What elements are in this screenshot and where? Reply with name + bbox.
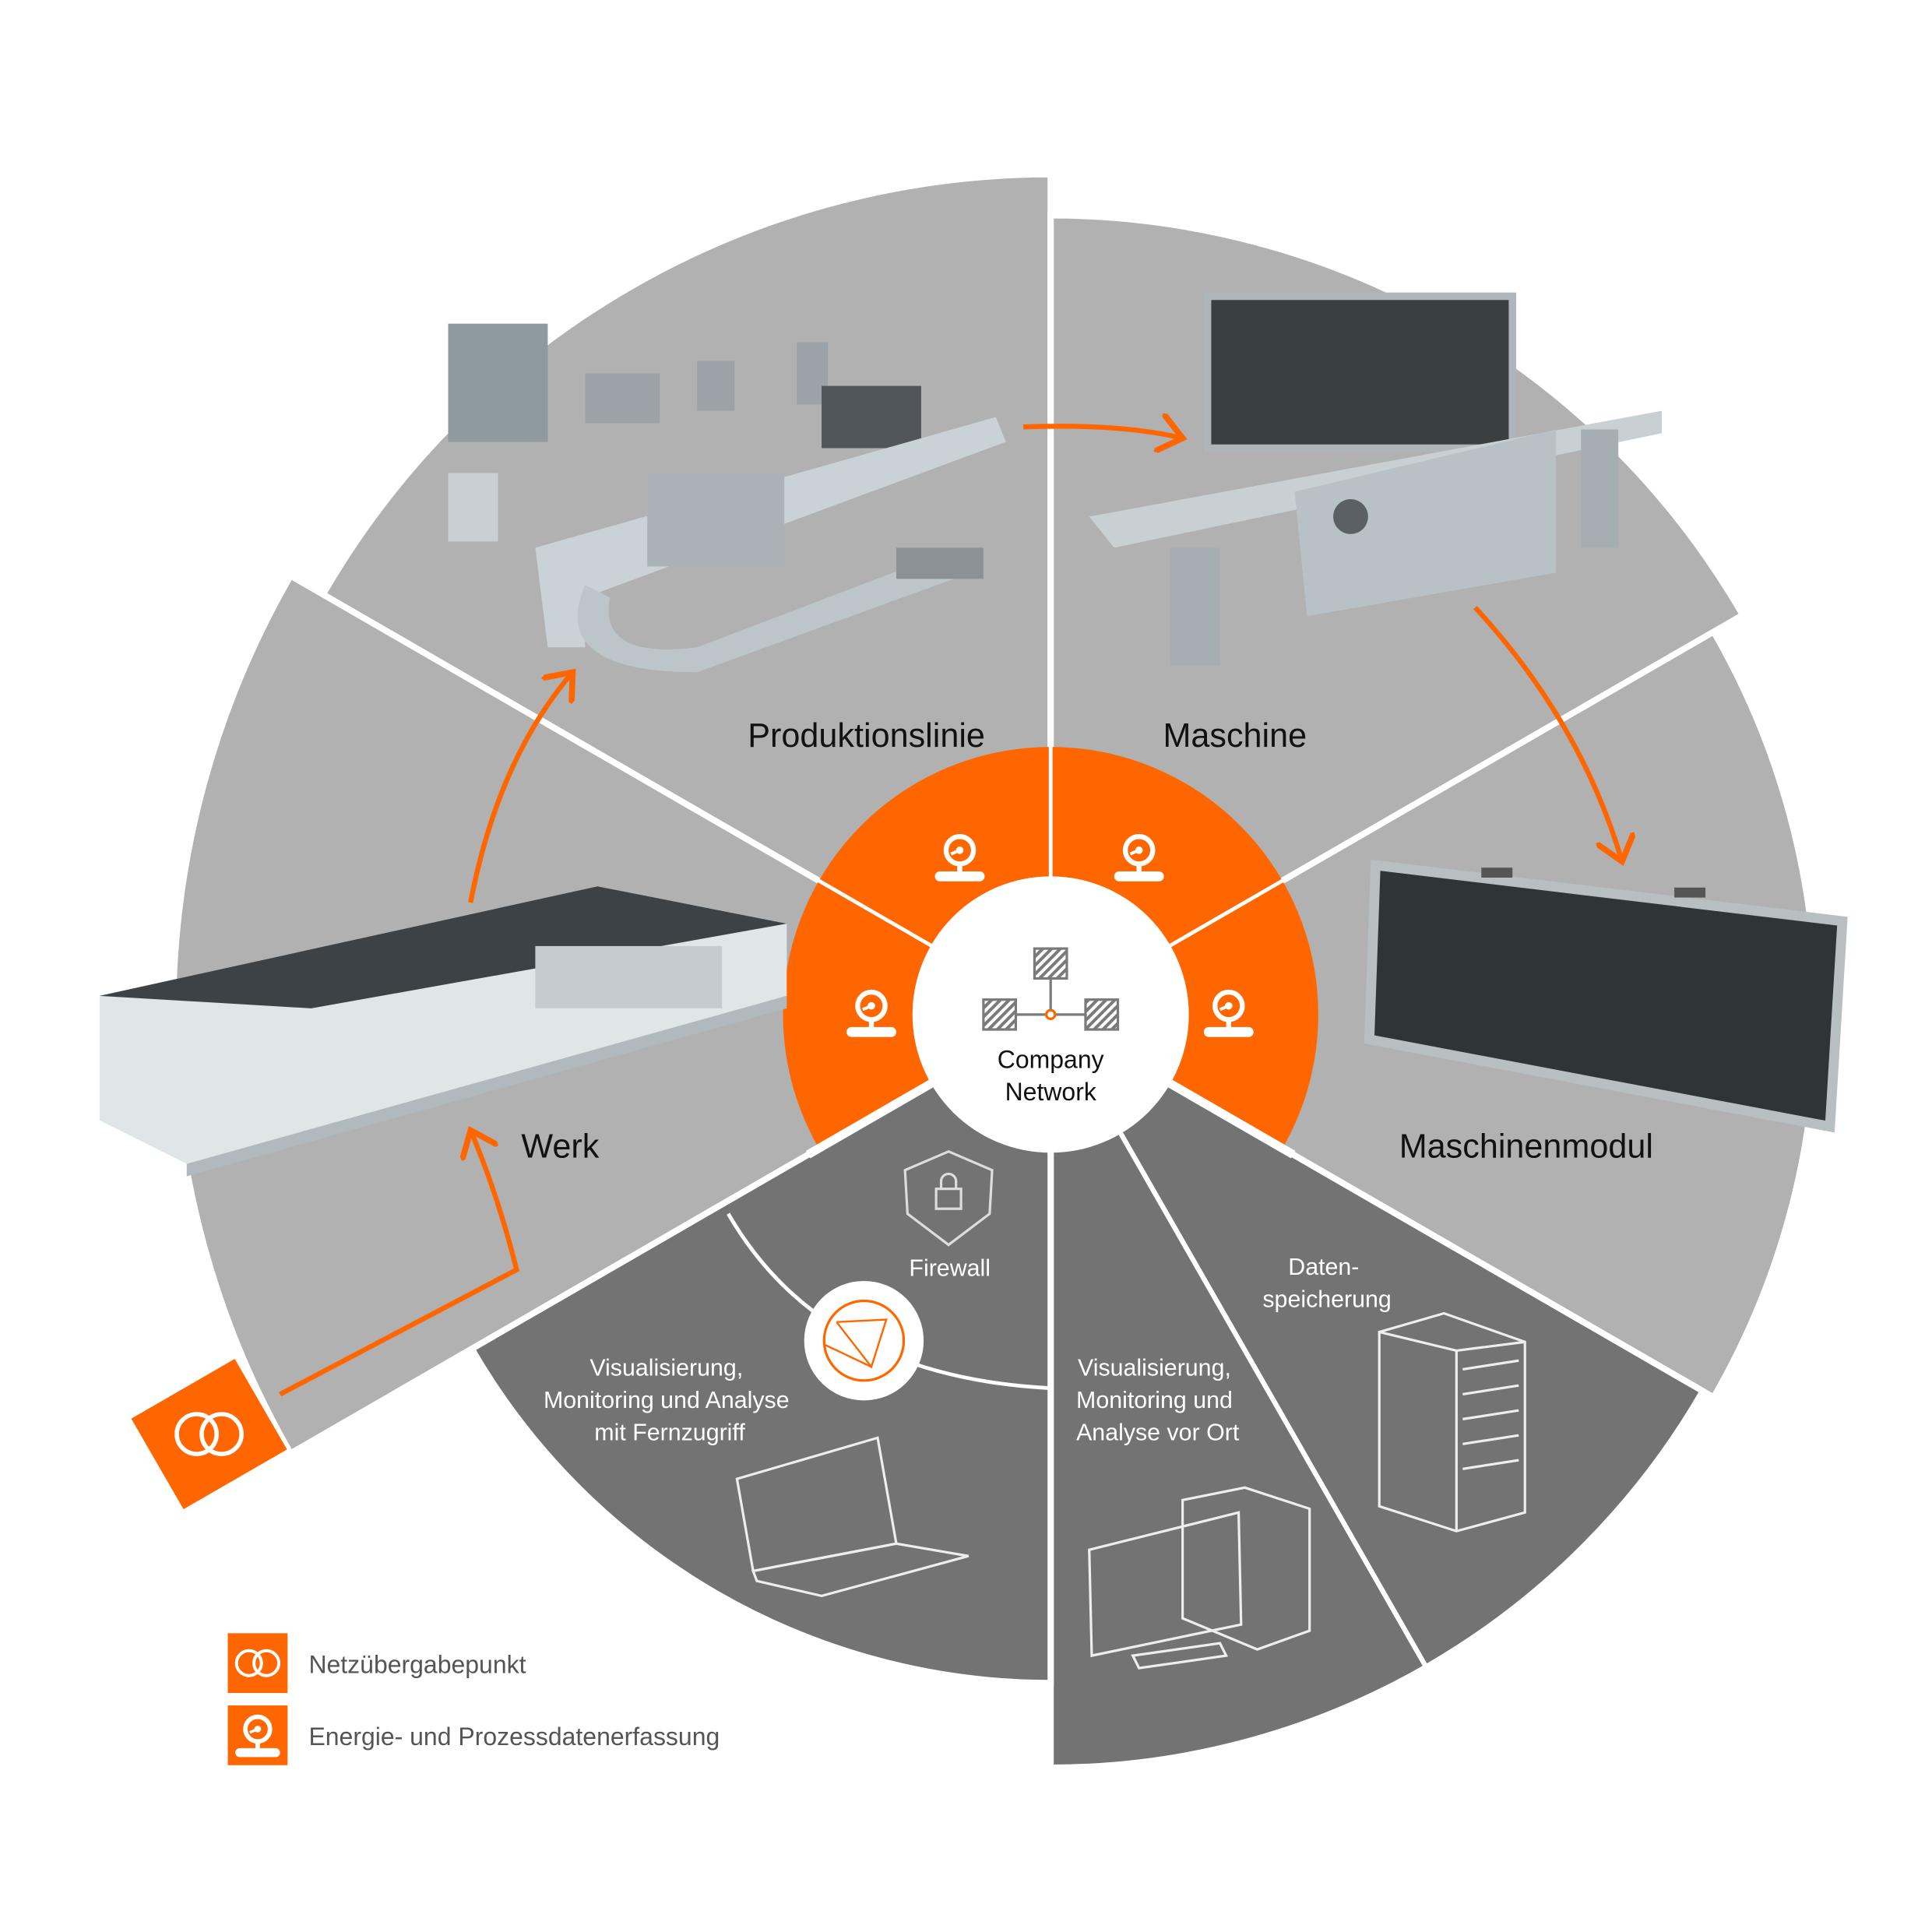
legend: Netzübergabepunkt Energie- und Prozessda… — [227, 1633, 720, 1765]
network-handover-badge — [131, 1359, 287, 1510]
laptop-icon — [735, 1436, 970, 1598]
segment-label-maschine: Maschine — [1163, 717, 1307, 755]
factory-image — [99, 886, 787, 1177]
ring-divider — [1167, 1079, 1296, 1159]
ring-divider — [805, 1079, 934, 1159]
local-monitoring-label: Visualisierung, Monitoring und Analyse v… — [1076, 1355, 1240, 1445]
desktop-computer-icon — [1088, 1486, 1311, 1670]
network-handover-icon — [227, 1633, 288, 1694]
legend-label-handover: Netzübergabepunkt — [308, 1650, 526, 1678]
center-label-line1: Company — [998, 1046, 1104, 1074]
ring-divider — [812, 875, 934, 948]
sector-local-it — [1047, 1008, 1708, 1771]
network-icon — [982, 947, 1120, 1031]
arrow-machine-to-module — [1473, 605, 1622, 861]
center-label-line2: Network — [1005, 1078, 1097, 1106]
firewall-label: Firewall — [909, 1256, 991, 1282]
server-rack-icon — [1378, 1311, 1526, 1533]
cloud-globe-icon — [804, 1280, 924, 1401]
ring-divider — [1168, 875, 1289, 948]
energy-meter-icon — [227, 1705, 288, 1765]
legend-label-energy: Energie- und Prozessdatenerfassung — [308, 1723, 720, 1751]
arrow-line-to-machine — [1022, 426, 1183, 438]
it-divider — [1117, 1131, 1428, 1667]
segment-label-produktionslinie: Produktionslinie — [748, 717, 985, 755]
machine-image — [1089, 292, 1663, 667]
remote-monitoring-label: Visualisierung, Monitoring und Analyse m… — [544, 1355, 796, 1445]
sectors — [170, 171, 1820, 1771]
production-line-image — [448, 323, 1006, 673]
segment-label-maschinenmodul: Maschinenmodul — [1399, 1128, 1653, 1166]
arrow-handover-to-factory — [279, 1131, 520, 1397]
arrow-factory-to-line — [468, 672, 572, 903]
segment-label-werk: Werk — [521, 1128, 599, 1166]
flow-arrows — [279, 426, 1622, 1397]
data-storage-label: Daten- speicherung — [1262, 1255, 1391, 1313]
machine-module-image — [1364, 859, 1848, 1133]
firewall-icon — [903, 1149, 994, 1247]
